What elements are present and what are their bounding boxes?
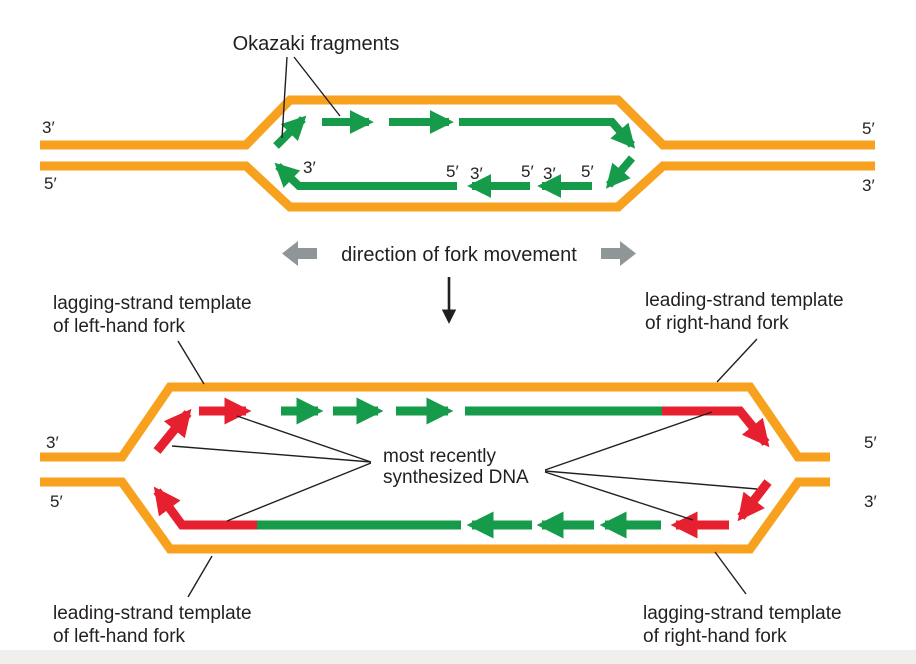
corner-label-line2: of right-hand fork	[643, 626, 787, 647]
fragment-end-label: 3′	[543, 164, 556, 183]
leader-line	[177, 340, 205, 385]
leader-line	[544, 471, 694, 521]
corner-label-line1: lagging-strand template	[53, 293, 252, 314]
leader-line	[226, 462, 372, 522]
corner-label-line2: of right-hand fork	[645, 313, 789, 334]
fork-movement-label: direction of fork movement	[341, 244, 577, 266]
bottom-diagram: most recently synthesized DNA 3′ 5′ 5′ 3…	[40, 290, 877, 647]
bottom-parental-strand-lower	[40, 477, 830, 554]
leader-line	[171, 445, 372, 463]
okazaki-fragment-arrow	[273, 115, 307, 149]
end-label-5prime: 5′	[44, 174, 57, 193]
fragment-end-label: 5′	[446, 162, 459, 181]
okazaki-fragment-arrow	[605, 155, 636, 189]
corner-label-line2: of left-hand fork	[53, 316, 186, 337]
okazaki-fragment-elbow-arrow	[274, 162, 457, 190]
top-parental-strand-lower	[40, 161, 875, 212]
top-parental-strand-upper	[40, 95, 875, 150]
fork-movement-legend: direction of fork movement	[282, 241, 636, 324]
fragment-end-label: 3′	[470, 164, 483, 183]
leader-line	[187, 555, 213, 598]
corner-label-line1: leading-strand template	[53, 603, 252, 624]
end-label-3prime: 3′	[46, 433, 59, 452]
fragment-end-label: 5′	[581, 162, 594, 181]
recent-dna-label-line1: most recently	[383, 446, 496, 467]
end-label-5prime: 5′	[864, 433, 877, 452]
okazaki-fragments-label: Okazaki fragments	[233, 33, 400, 55]
leader-line	[544, 411, 713, 471]
corner-label-line1: leading-strand template	[645, 290, 844, 311]
recent-dna-elbow-arrow	[153, 486, 259, 530]
leader-line	[714, 551, 747, 595]
fork-direction-left-icon	[282, 241, 317, 266]
top-diagram: Okazaki fragments 3′ 5′ 5′ 3′ 3′ 5′ 3′ 5…	[40, 33, 875, 212]
end-label-5prime: 5′	[50, 492, 63, 511]
label-lagging-template-left-fork: lagging-strand template of left-hand for…	[53, 293, 252, 385]
label-lagging-template-right-fork: lagging-strand template of right-hand fo…	[643, 551, 842, 647]
page-bottom-strip	[0, 650, 916, 664]
inner-3prime-label: 3′	[303, 158, 316, 177]
leader-line	[281, 56, 288, 139]
corner-label-line1: lagging-strand template	[643, 603, 842, 624]
recent-dna-arrow	[153, 408, 192, 454]
recent-dna-arrow	[737, 479, 772, 522]
leader-line	[716, 338, 758, 383]
leader-line	[293, 56, 341, 117]
leader-line	[544, 470, 758, 490]
end-label-3prime: 3′	[862, 176, 875, 195]
leader-line	[236, 415, 372, 463]
bottom-parental-strand-upper	[40, 382, 830, 462]
label-leading-template-left-fork: leading-strand template of left-hand for…	[53, 555, 252, 647]
label-leading-template-right-fork: leading-strand template of right-hand fo…	[645, 290, 844, 383]
end-label-3prime: 3′	[864, 492, 877, 511]
end-label-3prime: 3′	[42, 118, 55, 137]
recent-dna-elbow-arrow	[662, 406, 770, 448]
leading-strand-arrow-right-fork	[459, 118, 636, 149]
end-label-5prime: 5′	[862, 119, 875, 138]
fragment-end-label: 5′	[521, 162, 534, 181]
fork-direction-right-icon	[601, 241, 636, 266]
corner-label-line2: of left-hand fork	[53, 626, 186, 647]
recent-dna-label-line2: synthesized DNA	[383, 467, 529, 488]
